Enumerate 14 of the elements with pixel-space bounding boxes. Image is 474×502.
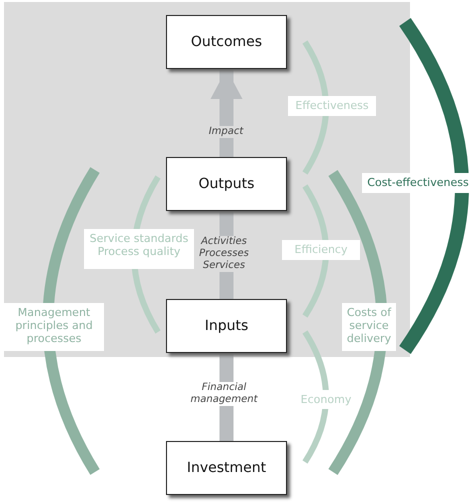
bracket-label: Efficiency <box>282 240 360 260</box>
node-label: Investment <box>186 460 266 476</box>
node-label: Outcomes <box>190 34 262 50</box>
bracket-label: Costs of service delivery <box>342 303 396 351</box>
arrow <box>210 69 242 157</box>
process-box <box>166 299 287 353</box>
bracket-label: Management principles and processes <box>4 303 104 351</box>
process-box <box>166 441 287 495</box>
process-box <box>166 157 287 211</box>
node-label: Inputs <box>204 318 248 334</box>
bracket-label: Service standards Process quality <box>84 229 194 269</box>
process-box <box>166 15 287 69</box>
bracket-label: Effectiveness <box>288 96 376 116</box>
node-label: Outputs <box>198 176 254 192</box>
